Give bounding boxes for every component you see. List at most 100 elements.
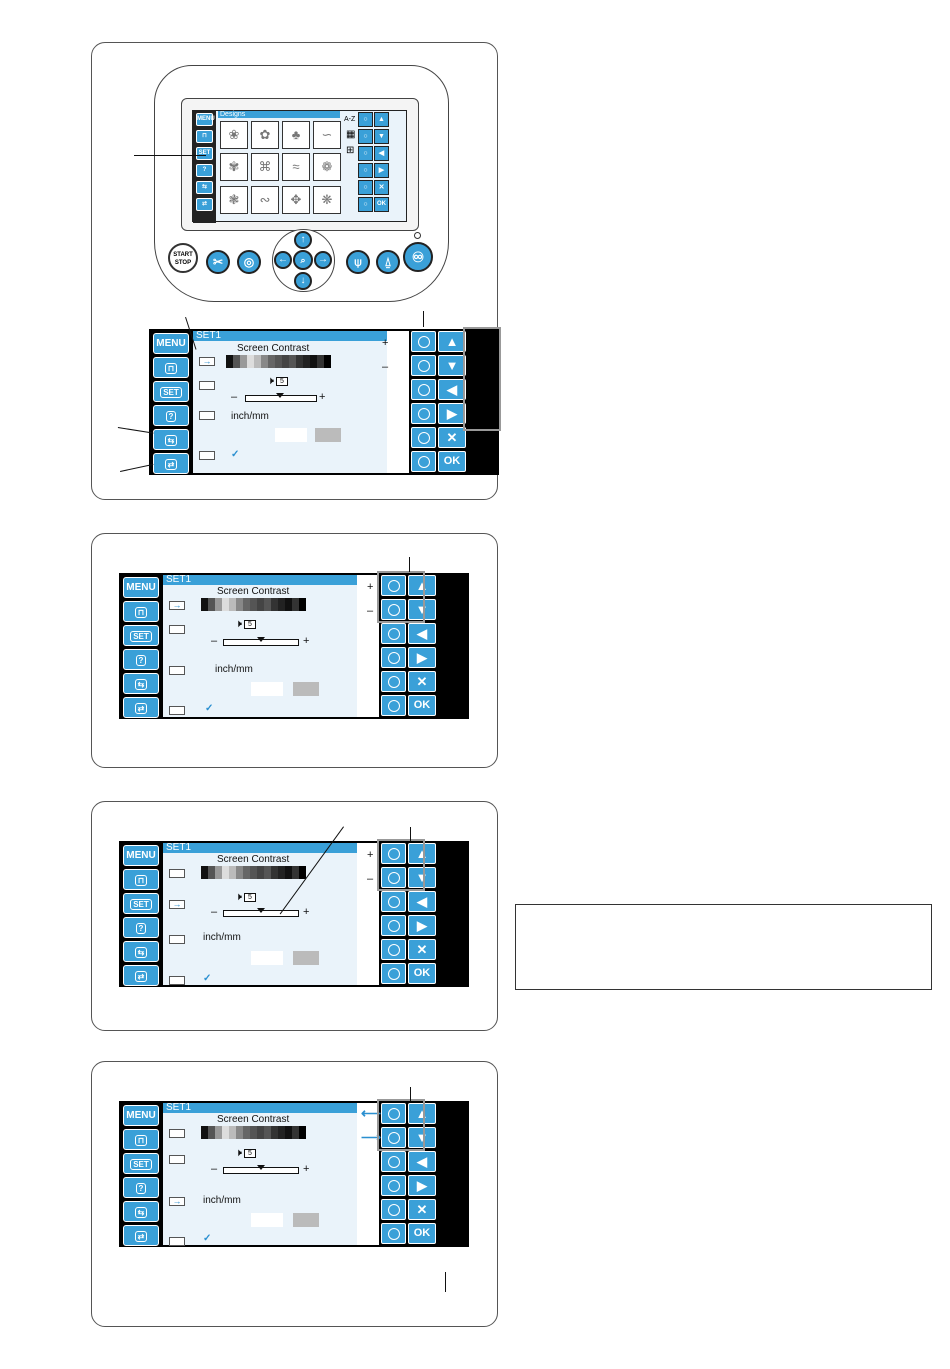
volume-selector[interactable] (199, 381, 215, 390)
mini-circle-button[interactable]: ○ (358, 197, 373, 212)
circle-button-2[interactable] (381, 867, 406, 888)
volume-selector[interactable]: → (169, 900, 185, 909)
mini-down-arrow-icon[interactable]: ▼ (374, 129, 389, 144)
close-icon[interactable]: ✕ (408, 671, 436, 692)
right-arrow-icon[interactable]: ▶ (408, 1175, 436, 1196)
ok-button[interactable]: OK (408, 963, 436, 984)
right-arrow-icon[interactable]: ▶ (408, 647, 436, 668)
prev-page-button[interactable]: ⇆ (123, 673, 159, 694)
next-page-button[interactable]: ⇄ (123, 697, 159, 718)
volume-selector[interactable] (169, 625, 185, 634)
folder-icon[interactable]: ⊞ (346, 145, 355, 156)
next-page-button[interactable]: ⇄ (123, 965, 159, 986)
slider-thumb[interactable] (257, 637, 265, 642)
left-arrow-icon[interactable]: ◀ (408, 623, 436, 644)
left-arrow-icon[interactable]: ◀ (408, 1151, 436, 1172)
slider-thumb[interactable] (276, 393, 284, 398)
help-button[interactable]: ? (123, 649, 159, 670)
hoop-button[interactable]: ⊓ (123, 601, 159, 622)
set-button[interactable]: SET (123, 1153, 159, 1174)
mini-right-arrow-icon[interactable]: ▶ (374, 163, 389, 178)
mini-close-icon[interactable]: ✕ (374, 180, 389, 195)
check-icon[interactable]: ✓ (231, 449, 240, 460)
down-arrow-icon[interactable]: ▼ (408, 867, 436, 888)
design-thumb[interactable]: ✾ (220, 153, 248, 181)
unit-option-right[interactable] (293, 951, 319, 965)
volume-selector[interactable] (169, 1155, 185, 1164)
unit-option-left[interactable] (251, 682, 283, 696)
down-arrow-icon[interactable]: ▼ (408, 1127, 436, 1148)
check-icon[interactable]: ✓ (205, 703, 214, 714)
next-page-button[interactable]: ⇄ (123, 1225, 159, 1246)
option-selector[interactable] (169, 1237, 185, 1246)
needle-up-icon[interactable]: ⍙ (376, 250, 400, 274)
mini-sew-icon[interactable]: ⇄ (196, 198, 213, 211)
mini-left-arrow-icon[interactable]: ◀ (374, 146, 389, 161)
design-thumb[interactable]: ❋ (313, 186, 341, 214)
volume-slider[interactable] (223, 637, 299, 646)
option-selector[interactable] (199, 451, 215, 460)
up-arrow-icon[interactable]: ▲ (408, 1103, 436, 1124)
unit-option-right[interactable] (293, 1213, 319, 1227)
prev-page-button[interactable]: ⇆ (153, 429, 189, 450)
unit-option-left[interactable] (251, 1213, 283, 1227)
circle-button-5[interactable] (381, 1199, 406, 1220)
mini-menu-button[interactable]: MENU (196, 113, 215, 126)
circle-button-3[interactable] (381, 891, 406, 912)
circle-button-6[interactable] (381, 695, 406, 716)
center-key-icon[interactable]: ⌕ (293, 250, 313, 270)
unit-selector[interactable] (169, 935, 185, 944)
design-thumb[interactable]: ❃ (220, 186, 248, 214)
menu-button[interactable]: MENU (123, 845, 159, 866)
design-thumb[interactable]: ✥ (282, 186, 310, 214)
circle-button-4[interactable] (381, 915, 406, 936)
circle-button-4[interactable] (381, 1175, 406, 1196)
mini-set-button[interactable]: SET (196, 147, 213, 160)
volume-slider[interactable] (245, 393, 317, 402)
menu-button[interactable]: MENU (123, 577, 159, 598)
mini-circle-button[interactable]: ○ (358, 129, 373, 144)
circle-button-5[interactable] (411, 427, 436, 448)
start-stop-button[interactable]: START STOP (168, 243, 198, 273)
design-thumb[interactable]: ∽ (313, 121, 341, 149)
circle-button-6[interactable] (381, 963, 406, 984)
up-arrow-icon[interactable]: ▲ (438, 331, 466, 352)
ok-button[interactable]: OK (408, 695, 436, 716)
circle-button-4[interactable] (381, 647, 406, 668)
contrast-selector[interactable]: → (169, 601, 185, 610)
up-key-icon[interactable]: ↑ (294, 231, 312, 249)
slider-thumb[interactable] (257, 1165, 265, 1170)
up-arrow-icon[interactable]: ▲ (408, 575, 436, 596)
unit-selector[interactable] (199, 411, 215, 420)
right-arrow-icon[interactable]: ▶ (408, 915, 436, 936)
help-button[interactable]: ? (123, 917, 159, 938)
ok-button[interactable]: OK (438, 451, 466, 472)
left-arrow-icon[interactable]: ◀ (438, 379, 466, 400)
close-icon[interactable]: ✕ (438, 427, 466, 448)
circle-button-2[interactable] (411, 355, 436, 376)
unit-selector[interactable] (169, 666, 185, 675)
circle-button-1[interactable] (381, 575, 406, 596)
hoop-button[interactable]: ⊓ (153, 357, 189, 378)
mini-circle-button[interactable]: ○ (358, 163, 373, 178)
scissors-icon[interactable]: ✂ (206, 250, 230, 274)
mini-circle-button[interactable]: ○ (358, 112, 373, 127)
option-selector[interactable] (169, 976, 185, 985)
grid-icon[interactable]: ▦ (346, 129, 356, 140)
down-key-icon[interactable]: ↓ (294, 272, 312, 290)
mini-up-arrow-icon[interactable]: ▲ (374, 112, 389, 127)
unit-option-left[interactable] (251, 951, 283, 965)
contrast-selector[interactable]: → (199, 357, 215, 366)
right-key-icon[interactable]: → (314, 251, 332, 269)
contrast-selector[interactable] (169, 1129, 185, 1138)
circle-button-5[interactable] (381, 671, 406, 692)
circle-button-1[interactable] (381, 1103, 406, 1124)
circle-button-3[interactable] (411, 379, 436, 400)
unit-option-right[interactable] (315, 428, 341, 442)
help-button[interactable]: ? (123, 1177, 159, 1198)
design-thumb[interactable]: ❁ (313, 153, 341, 181)
mini-circle-button[interactable]: ○ (358, 146, 373, 161)
mini-ok-button[interactable]: OK (374, 197, 389, 212)
next-page-button[interactable]: ⇄ (153, 453, 189, 474)
check-icon[interactable]: ✓ (203, 1233, 212, 1244)
